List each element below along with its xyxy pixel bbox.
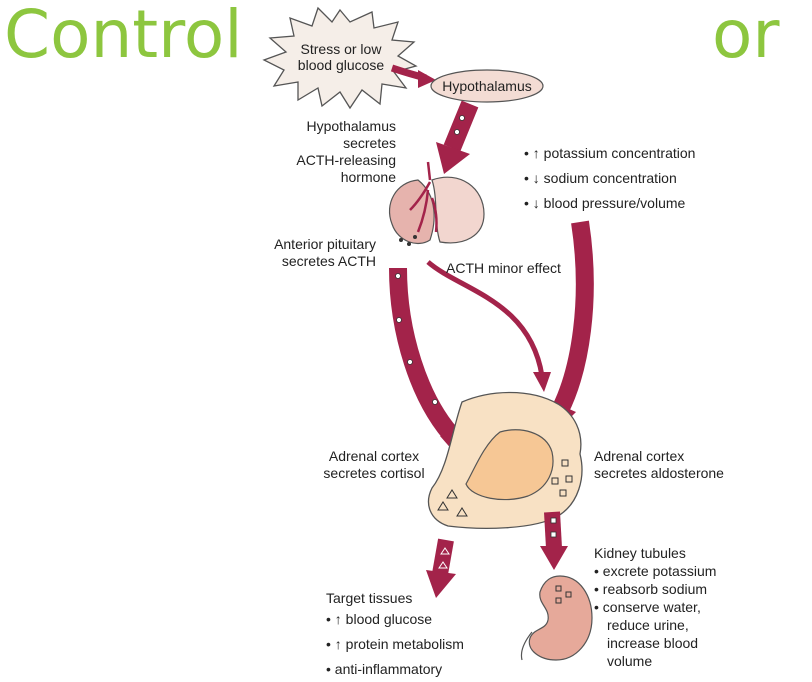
aldosterone-marker <box>550 531 557 538</box>
pituitary-gland <box>388 161 485 246</box>
cortisol-arrow <box>432 538 454 576</box>
stress-label: Stress or low blood glucose <box>290 41 392 73</box>
electrolyte-arrow <box>551 220 594 415</box>
acth-dot <box>432 399 438 405</box>
acth-dot <box>395 273 401 279</box>
slide-title: Control <box>4 0 243 73</box>
label-line: hormone <box>340 169 396 185</box>
acth-releasing-hormone-arrow <box>443 100 479 152</box>
label-line: Adrenal cortex <box>594 448 685 464</box>
target-effect-item: • anti-inflammatory <box>326 661 443 677</box>
cortex-cortisol-label: Adrenal cortex secretes cortisol <box>306 448 442 482</box>
acth-minor-effect-arrow <box>426 260 545 377</box>
label-line: Anterior pituitary <box>274 236 376 252</box>
trigger-item: • ↓ blood pressure/volume <box>524 195 686 211</box>
label-line: secretes <box>343 135 396 151</box>
hypothalamus-node <box>430 69 544 103</box>
kidney-tubules-block: Kidney tubules • excrete potassium • rea… <box>594 544 716 670</box>
acth-dot <box>407 359 413 365</box>
acth-minor-arrowhead <box>533 372 551 392</box>
label-line: secretes aldosterone <box>594 465 724 481</box>
anterior-pituitary-label: Anterior pituitary secretes ACTH <box>236 236 376 270</box>
target-tissues-block: Target tissues • ↑ blood glucose • ↑ pro… <box>326 590 464 682</box>
cortisol-arrowhead <box>426 570 456 598</box>
kidney-effect-item: • reabsorb sodium <box>594 581 708 597</box>
kidney-effect-item: volume <box>607 653 653 669</box>
kidney-effect-item: • excrete potassium <box>594 563 717 579</box>
hypothalamus-secretes-label: Hypothalamus secretes ACTH-releasing hor… <box>246 118 396 186</box>
cortisol-marker <box>440 547 450 555</box>
label-line: secretes ACTH <box>281 253 376 269</box>
kidney-effect-item: increase blood <box>607 635 699 651</box>
stress-label-line: Stress or low <box>300 41 382 57</box>
kidney-effect-item: reduce urine, <box>607 617 689 633</box>
acth-minor-effect-label: ACTH minor effect <box>446 260 561 276</box>
hypothalamus-label: Hypothalamus <box>442 78 532 94</box>
hormone-dot <box>459 115 465 121</box>
kidney-effect-item: • conserve water, <box>594 599 701 615</box>
label-line: secretes cortisol <box>323 465 425 481</box>
cortisol-marker <box>438 561 448 569</box>
kidney-tubules-heading: Kidney tubules <box>594 545 686 561</box>
target-effects-list: • ↑ blood glucose • ↑ protein metabolism… <box>326 607 464 682</box>
acth-dot <box>396 317 402 323</box>
kidney <box>520 575 593 661</box>
acth-arrow <box>389 267 463 447</box>
stress-label-line: blood glucose <box>297 57 385 73</box>
label-line: Adrenal cortex <box>328 448 420 464</box>
trigger-item: • ↑ potassium concentration <box>524 145 696 161</box>
cortex-aldosterone-label: Adrenal cortex secretes aldosterone <box>594 448 724 482</box>
trigger-item: • ↓ sodium concentration <box>524 170 677 186</box>
aldosterone-arrow <box>544 511 562 549</box>
hormone-dot <box>454 129 460 135</box>
stress-arrowhead <box>418 70 436 88</box>
target-effect-item: • ↑ protein metabolism <box>326 636 464 652</box>
stress-starburst <box>262 6 418 110</box>
label-line: ACTH-releasing <box>296 152 396 168</box>
target-tissues-heading: Target tissues <box>326 590 413 606</box>
target-effect-item: • ↑ blood glucose <box>326 611 433 627</box>
aldosterone-marker <box>550 517 557 524</box>
aldosterone-arrowhead <box>540 546 568 570</box>
slide-title-end: or <box>712 0 780 73</box>
acth-releasing-arrowhead <box>436 142 470 174</box>
adrenal-gland <box>427 391 583 529</box>
label-line: Hypothalamus <box>306 118 397 134</box>
trigger-list: • ↑ potassium concentration • ↓ sodium c… <box>524 141 695 216</box>
